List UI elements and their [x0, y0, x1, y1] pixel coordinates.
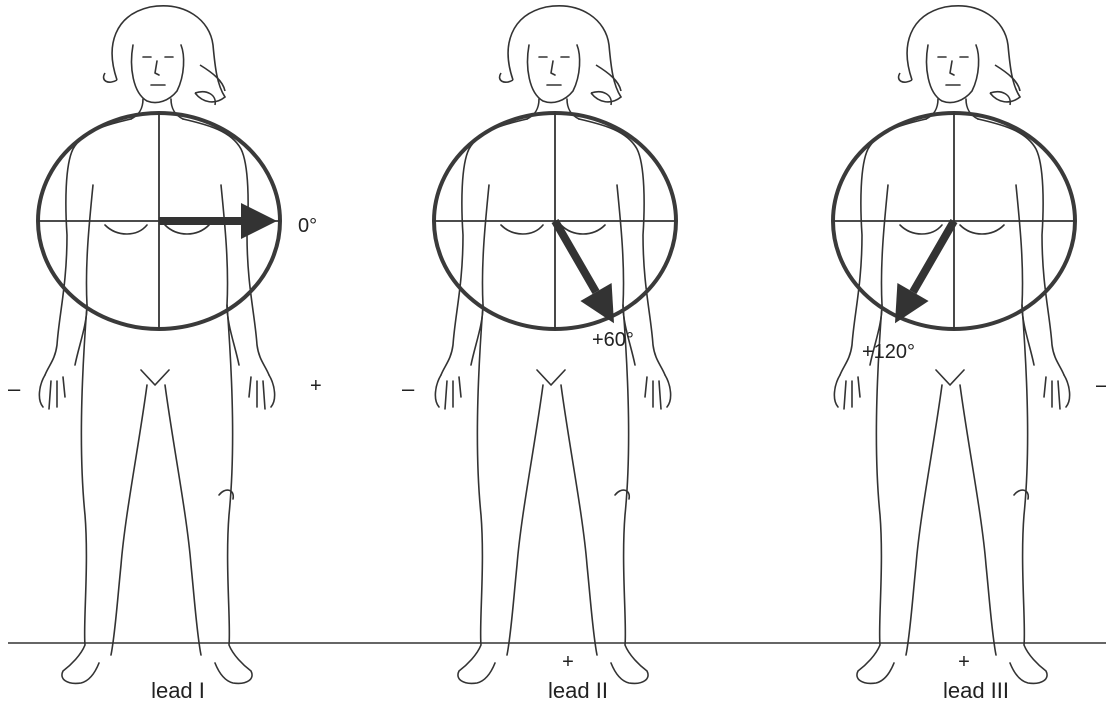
angle-label: +60°: [592, 329, 634, 351]
panel-lead-3: +120° – + lead III: [833, 6, 1106, 703]
lead-label: lead II: [548, 678, 608, 703]
minus-pole-label: –: [1096, 372, 1106, 397]
human-figure: [435, 6, 670, 684]
minus-pole-label: –: [402, 376, 415, 401]
plus-pole-label: +: [310, 375, 322, 397]
lead-vector-arrow: [159, 203, 277, 239]
angle-label: +120°: [862, 341, 915, 363]
lead-label: lead III: [943, 678, 1009, 703]
arrow-shaft: [555, 221, 596, 292]
panel-lead-1: 0° – + lead I: [8, 6, 322, 703]
lead-vector-arrow: [895, 221, 954, 323]
panel-lead-2: +60° – + lead II: [402, 6, 676, 703]
plus-pole-label: +: [562, 651, 574, 673]
angle-label: 0°: [298, 215, 317, 237]
minus-pole-label: –: [8, 376, 21, 401]
lead-label: lead I: [151, 678, 205, 703]
human-figure: [39, 6, 274, 684]
arrow-head: [241, 203, 277, 239]
lead-vector-arrow: [555, 221, 614, 323]
plus-pole-label: +: [958, 651, 970, 673]
